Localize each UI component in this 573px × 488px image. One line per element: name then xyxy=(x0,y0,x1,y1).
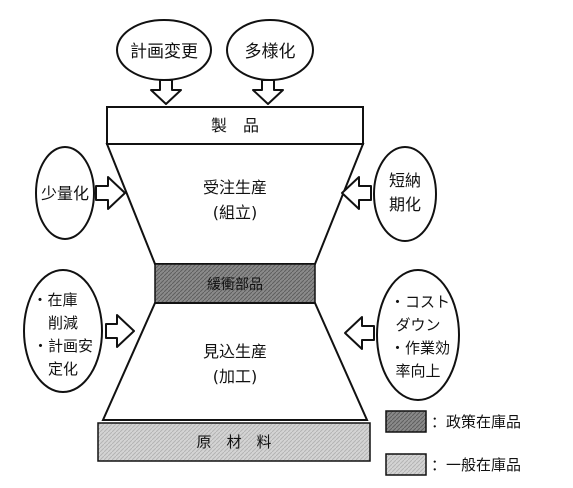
left-lower-line2: 削減 xyxy=(48,314,78,332)
legend-swatch-general xyxy=(385,453,427,476)
right-arrow-icon xyxy=(105,314,135,348)
product-label: 製 品 xyxy=(211,116,259,135)
legend-label-policy: ：政策在庫品 xyxy=(431,413,521,431)
left-lower-line3: ・計画安 xyxy=(33,337,93,355)
made-to-order-label: 受注生産 xyxy=(203,178,267,197)
right-arrow-icon xyxy=(95,176,126,210)
made-to-order-section: 受注生産 (組立) xyxy=(105,143,365,265)
right-lower-line4: 率向上 xyxy=(395,362,440,380)
raw-material-label: 原 材 料 xyxy=(196,433,271,451)
right-oval-short-lead-time: 短納 期化 xyxy=(373,146,437,242)
legend-item-policy-inventory: ：政策在庫品 xyxy=(385,410,521,433)
short-lead-time-line2: 期化 xyxy=(389,195,421,214)
make-to-stock-label: 見込生産 xyxy=(203,342,267,361)
down-arrow-icon xyxy=(150,79,182,105)
make-to-stock-section: 見込生産 (加工) xyxy=(101,302,369,421)
right-lower-line1: ・コスト xyxy=(390,293,450,311)
left-arrow-icon xyxy=(344,316,375,350)
product-box: 製 品 xyxy=(106,106,364,145)
left-oval-small-lot: 少量化 xyxy=(35,146,95,240)
right-oval-cost-efficiency: ・コスト ダウン ・作業効 率向上 xyxy=(376,269,460,401)
left-lower-line4: 定化 xyxy=(48,360,78,378)
legend-label-general: ：一般在庫品 xyxy=(431,456,521,474)
plan-change-label: 計画変更 xyxy=(130,42,198,62)
short-lead-time-line1: 短納 xyxy=(389,171,421,190)
left-oval-inventory-plan: ・在庫 削減 ・計画安 定化 xyxy=(23,269,103,393)
left-arrow-icon xyxy=(341,176,372,210)
legend-item-general-inventory: ：一般在庫品 xyxy=(385,453,521,476)
legend-swatch-policy xyxy=(385,410,427,433)
left-lower-line1: ・在庫 xyxy=(32,291,77,309)
top-oval-plan-change: 計画変更 xyxy=(116,19,212,81)
assembly-label: (組立) xyxy=(213,203,258,222)
buffer-parts-label: 緩衝部品 xyxy=(207,277,263,293)
buffer-parts-band: 緩衝部品 xyxy=(154,263,316,304)
raw-material-band: 原 材 料 xyxy=(97,422,371,462)
top-oval-diversification: 多様化 xyxy=(226,19,314,81)
legend: ：政策在庫品 ：一般在庫品 xyxy=(385,410,521,476)
small-lot-label: 少量化 xyxy=(41,184,89,203)
down-arrow-icon xyxy=(252,79,284,105)
right-lower-line2: ダウン xyxy=(395,316,440,334)
processing-label: (加工) xyxy=(213,367,258,386)
diversification-label: 多様化 xyxy=(245,42,296,62)
right-lower-line3: ・作業効 xyxy=(390,339,450,357)
